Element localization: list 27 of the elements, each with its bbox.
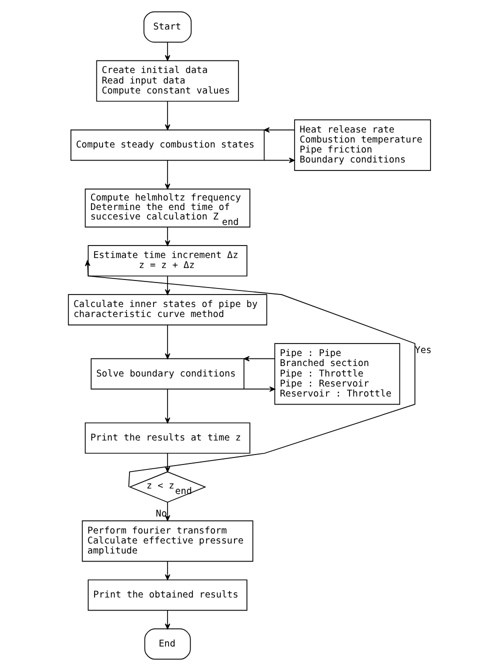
arrow [244, 386, 276, 392]
arrow [164, 100, 170, 130]
arrow [164, 160, 170, 190]
node-box: Solve boundary conditions [90, 358, 244, 390]
arrow [164, 388, 170, 424]
node-box: Perform fourier transform Calculate effective pressure amplitude [82, 520, 254, 562]
node-box: Compute steady combustion states [70, 130, 265, 161]
node-box: End [144, 628, 191, 660]
edge-label: No [156, 508, 167, 520]
arrow [264, 158, 295, 164]
node-box: Start [144, 11, 192, 43]
node-box: Create initial data Read input data Compute constant values [96, 60, 239, 102]
node-box: Print the results at time z [84, 422, 250, 454]
arrow [164, 560, 170, 580]
arrow [164, 42, 170, 61]
node-box: Pipe : Pipe Branched section Pipe : Throttle Pipe : Reservoir Reservoir : Throttle [274, 343, 400, 405]
node-box: Heat release rate Combustion temperature Pipe friction Boundary conditions [294, 119, 431, 171]
arrow [164, 610, 170, 630]
arrow [264, 127, 295, 133]
node-box: Estimate time increment Δz z = z + Δz [88, 245, 248, 276]
arrow [164, 226, 170, 246]
arrow [164, 324, 170, 360]
node-box: Calculate inner states of pipe by characteristic curve method [68, 294, 268, 326]
node-box: Print the obtained results [88, 579, 248, 611]
arrow [84, 260, 416, 488]
arrow [164, 276, 170, 295]
arrow [244, 356, 276, 362]
